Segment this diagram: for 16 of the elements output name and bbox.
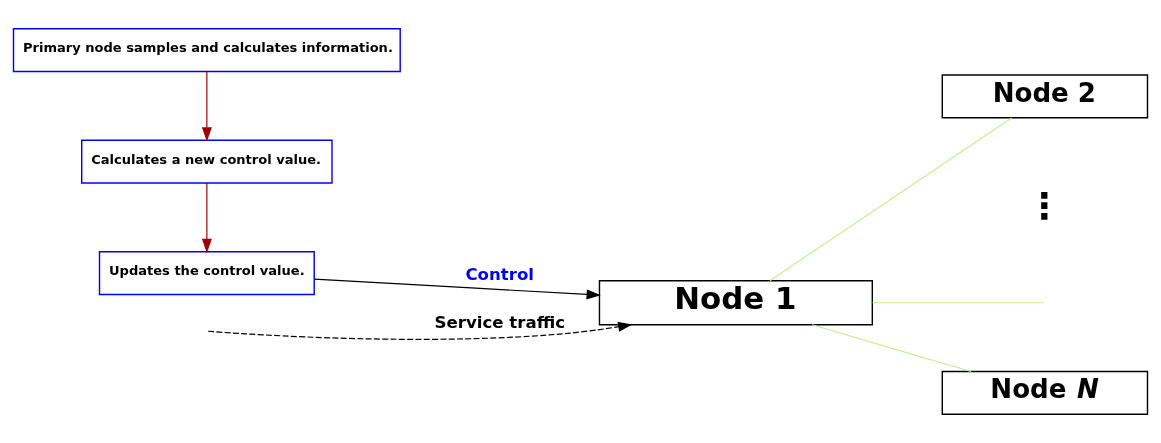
connector <box>811 324 972 373</box>
node-box: Calculates a new control value. <box>81 139 333 184</box>
node-box: Primary node samples and calculates information. <box>12 28 401 73</box>
arrow <box>201 182 212 254</box>
connector <box>871 302 1045 304</box>
label: ⋮ <box>1026 184 1063 226</box>
node-box: Node 2 <box>941 74 1149 119</box>
node-box: Node N <box>941 370 1149 415</box>
arrow <box>207 321 633 340</box>
node-box: Updates the control value. <box>98 251 315 296</box>
edge-label: Control <box>465 265 535 285</box>
node-box: Node 1 <box>598 280 873 326</box>
arrow <box>313 278 601 300</box>
connector <box>769 117 1013 282</box>
edge-label: Service traffic <box>434 312 566 332</box>
arrow <box>201 70 212 142</box>
